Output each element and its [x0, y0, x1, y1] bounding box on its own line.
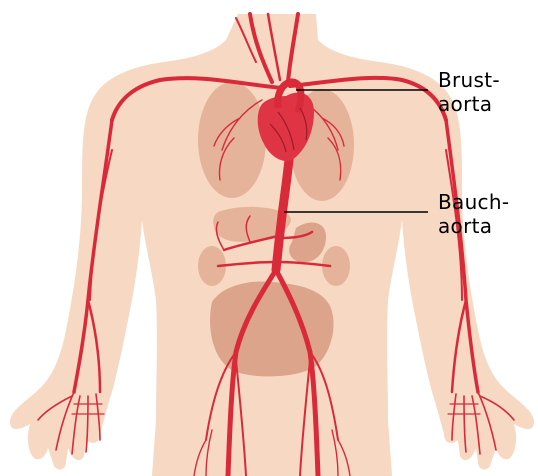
thoracic-aorta-label-line2: aorta — [438, 92, 500, 116]
abdominal-aorta-label-line2: aorta — [438, 214, 509, 238]
thoracic-aorta-label-line1: Brust- — [438, 68, 500, 92]
thoracic-aorta-label: Brust- aorta — [438, 68, 500, 116]
abdominal-aorta-label: Bauch- aorta — [438, 190, 509, 238]
abdominal-aorta-label-line1: Bauch- — [438, 190, 509, 214]
